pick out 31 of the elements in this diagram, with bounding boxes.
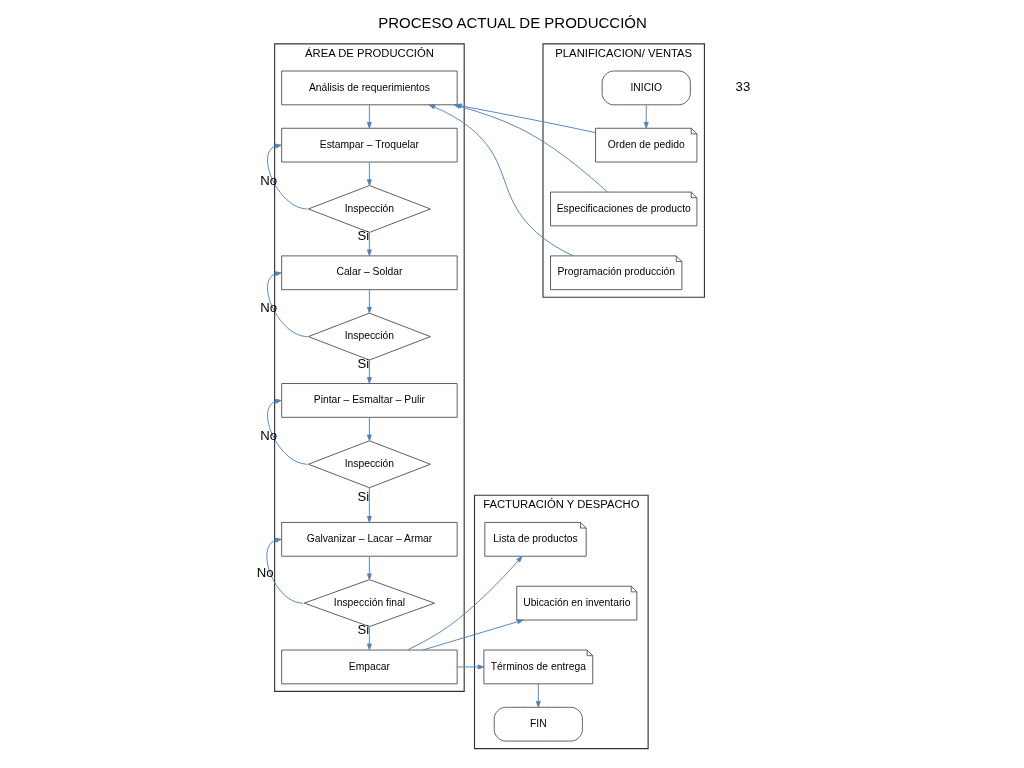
- arrow: [266, 398, 308, 465]
- arrow: [643, 104, 649, 129]
- node-box: FIN: [493, 706, 583, 742]
- arrow: [366, 556, 372, 580]
- arrow: [266, 143, 308, 210]
- arrow: [421, 619, 524, 651]
- node-box: Estampar – Troquelar: [280, 127, 458, 163]
- arrow: [406, 556, 522, 651]
- arrow: [366, 417, 372, 442]
- node-diamond: Inspección: [307, 440, 431, 489]
- arrow: [366, 104, 372, 129]
- node-box: Empacar: [280, 649, 458, 685]
- arrow: [366, 232, 372, 257]
- node-box: Galvanizar – Lacar – Armar: [280, 521, 458, 557]
- arrow: [366, 626, 372, 651]
- arrow: [266, 537, 303, 604]
- arrow: [366, 161, 372, 186]
- node-box: Calar – Soldar: [280, 255, 458, 291]
- arrow: [535, 683, 541, 708]
- arrow: [456, 664, 484, 670]
- arrow: [366, 289, 372, 314]
- arrow: [366, 359, 372, 384]
- edge-label: No: [256, 565, 274, 581]
- label: 33: [735, 79, 750, 95]
- node-box: Análisis de requerimientos: [280, 70, 458, 106]
- diagram-title: PROCESO ACTUAL DE PRODUCCIÓN: [377, 13, 647, 31]
- edge-label: Si: [356, 489, 369, 505]
- arrow: [366, 487, 372, 523]
- arrow: [266, 271, 308, 338]
- node-box: INICIO: [601, 70, 691, 106]
- node-box: Pintar – Esmaltar – Pulir: [280, 383, 458, 418]
